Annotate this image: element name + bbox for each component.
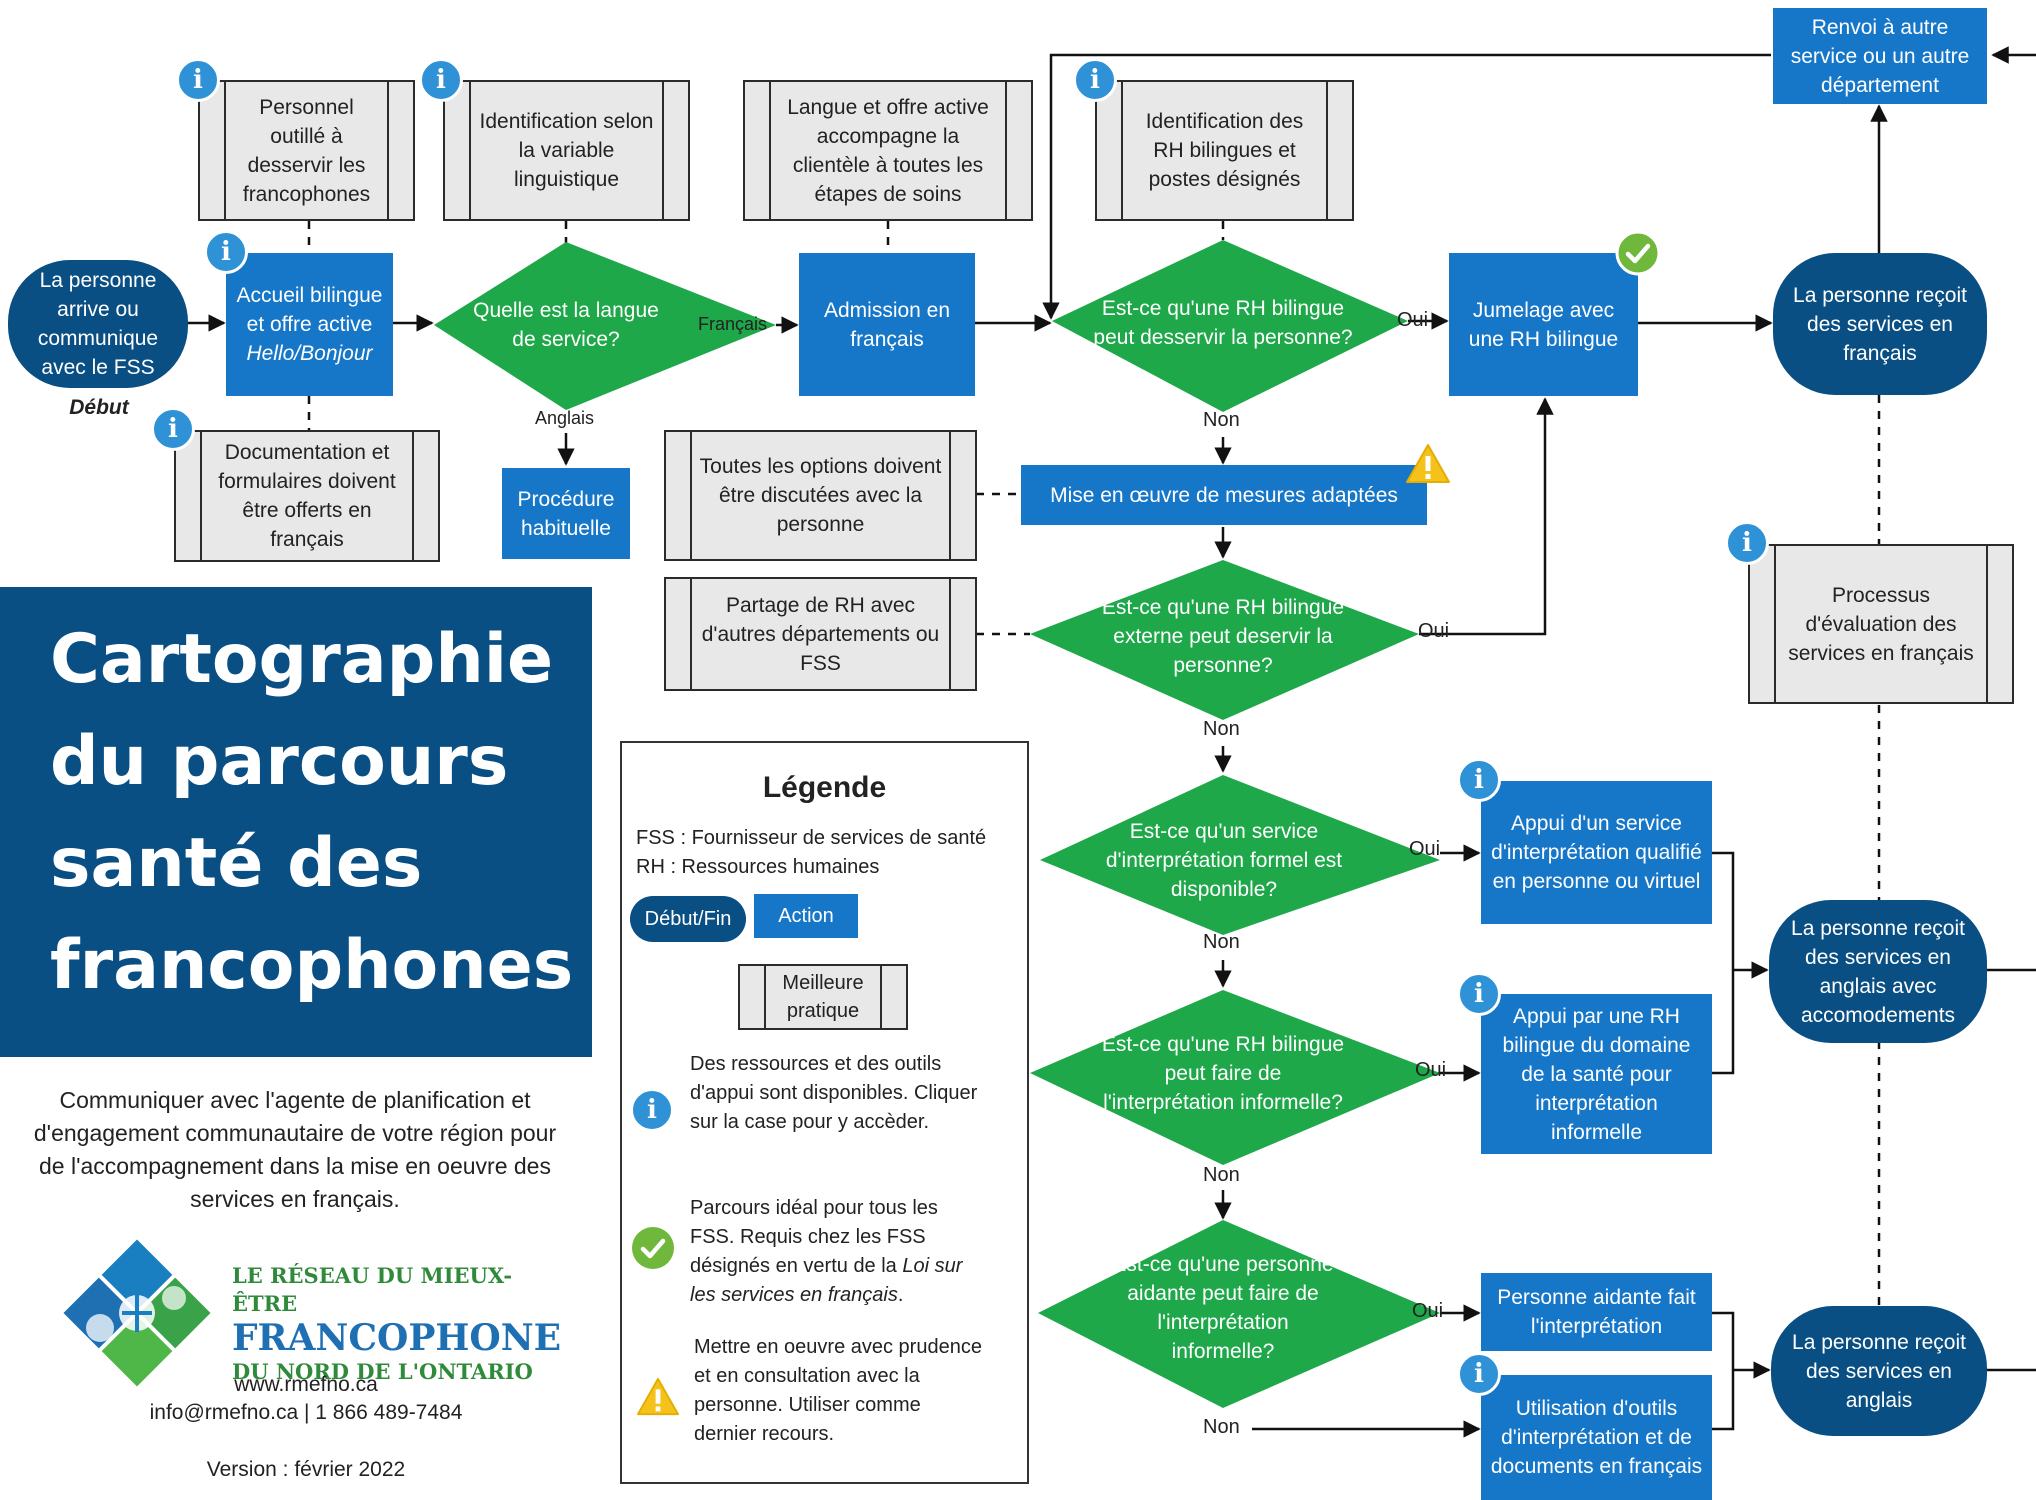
logo-line-3: DU NORD DE L'ONTARIO xyxy=(232,1359,533,1384)
terminal-recoit-anglais-accom[interactable]: La personne reçoit des services en angla… xyxy=(1769,900,1987,1043)
decision-rh-shape xyxy=(1052,240,1408,412)
title-panel: Cartographie du parcours santé des franc… xyxy=(0,587,592,1057)
legend-decision: Décision xyxy=(903,907,981,929)
legend-check-text: Parcours idéal pour tous les FSS. Requis… xyxy=(690,1197,963,1306)
decision-interp-shape xyxy=(1040,775,1440,935)
edge-label-non-rh: Non xyxy=(1203,409,1240,431)
edge-label-oui-rh: Oui xyxy=(1397,309,1429,331)
legend-action: Action xyxy=(754,894,858,938)
decision-aidante-shape xyxy=(1038,1220,1440,1408)
edge-renvoi-loop xyxy=(1042,53,1771,320)
decision-rh-bilingue[interactable]: Est-ce qu'une RH bilingue peut desservir… xyxy=(1093,297,1353,349)
legend-info-icon: i xyxy=(630,1088,674,1132)
info-icon[interactable]: i xyxy=(151,407,195,451)
legend-panel: Légende FSS : Fournisseur de services de… xyxy=(620,741,1029,1484)
action-aidante[interactable]: Personne aidante fait l'interprétation xyxy=(1481,1273,1712,1351)
decision-langue[interactable]: Quelle est la langue de service? xyxy=(473,299,659,351)
edge-label-non-externe: Non xyxy=(1203,718,1240,740)
action-procedure[interactable]: Procédure habituelle xyxy=(502,468,630,559)
page-title-line-4: francophones xyxy=(50,926,574,1005)
info-icon[interactable]: i xyxy=(1457,1352,1501,1396)
info-icon[interactable]: i xyxy=(1457,972,1501,1016)
legend-debut-fin: Début/Fin xyxy=(630,896,746,942)
legend-meilleure-pratique: Meilleure pratique xyxy=(738,964,908,1030)
info-icon[interactable]: i xyxy=(419,58,463,102)
action-admission[interactable]: Admission en français xyxy=(799,253,975,396)
practice-options[interactable]: Toutes les options doivent être discutée… xyxy=(664,430,977,561)
edge-externe-oui xyxy=(1419,397,1554,636)
edge-label-non-aidante: Non xyxy=(1203,1416,1240,1438)
action-jumelage[interactable]: Jumelage avec une RH bilingue xyxy=(1449,253,1638,396)
legend-warning-text: Mettre en oeuvre avec prudence et en con… xyxy=(694,1336,982,1445)
edge-label-non-informelle: Non xyxy=(1203,1164,1240,1186)
version-label: Version : février 2022 xyxy=(206,1458,406,1481)
action-outils[interactable]: Utilisation d'outils d'interprétation et… xyxy=(1481,1375,1712,1500)
info-icon[interactable]: i xyxy=(176,58,220,102)
check-icon xyxy=(1615,230,1661,276)
practice-identification-rh[interactable]: Identification des RH bilingues et poste… xyxy=(1095,80,1354,221)
practice-langue-offre[interactable]: Langue et offre active accompagne la cli… xyxy=(743,80,1033,221)
practice-documentation[interactable]: Documentation et formulaires doivent êtr… xyxy=(174,430,440,562)
legend-warning-icon xyxy=(637,1377,679,1416)
page-title-line-3: santé des xyxy=(50,824,423,903)
decision-informelle[interactable]: Est-ce qu'une RH bilingue peut faire de … xyxy=(1101,1032,1345,1114)
logo-line-2: FRANCOPHONE xyxy=(232,1317,562,1359)
contact-note: Communiquer avec l'agente de planificati… xyxy=(33,1087,557,1212)
action-renvoi[interactable]: Renvoi à autre service ou un autre dépar… xyxy=(1773,8,1987,104)
decision-externe-shape xyxy=(1030,560,1419,720)
practice-evaluation[interactable]: Processus d'évaluation des services en f… xyxy=(1748,544,2014,704)
edge-label-oui-interp: Oui xyxy=(1409,838,1441,860)
practice-partage[interactable]: Partage de RH avec d'autres départements… xyxy=(664,577,977,691)
contact-info[interactable]: info@rmefno.ca | 1 866 489-7484 xyxy=(149,1401,463,1424)
terminal-start[interactable]: La personne arrive ou communique avec le… xyxy=(8,260,188,388)
edge-label-francais: Français xyxy=(698,314,768,334)
legend-check-icon xyxy=(632,1227,674,1269)
terminal-recoit-francais[interactable]: La personne reçoit des services en franç… xyxy=(1773,253,1987,395)
edge-label-non-interp: Non xyxy=(1203,931,1240,953)
info-icon[interactable]: i xyxy=(1073,58,1117,102)
edge-label-anglais: Anglais xyxy=(535,408,595,428)
edge-merge-accom xyxy=(1712,851,1735,1075)
website-link[interactable]: www.rmefno.ca xyxy=(234,1373,378,1396)
action-appui-service[interactable]: Appui d'un service d'interprétation qual… xyxy=(1481,781,1712,924)
action-mesures[interactable]: Mise en œuvre de mesures adaptées xyxy=(1021,465,1427,525)
practice-identification[interactable]: Identification selon la variable linguis… xyxy=(443,80,690,221)
info-icon[interactable]: i xyxy=(1725,521,1769,565)
legend-info-text: Des ressources et des outils d'appui son… xyxy=(690,1053,978,1133)
logo-line-1: LE RÉSEAU DU MIEUX-ÊTRE xyxy=(232,1263,513,1316)
rmefno-logo-emblem[interactable] xyxy=(52,1232,222,1394)
info-icon[interactable]: i xyxy=(1457,758,1501,802)
info-icon[interactable]: i xyxy=(204,230,248,274)
page-title-line-2: du parcours xyxy=(50,722,509,801)
decision-langue-shape xyxy=(434,242,776,410)
terminal-recoit-anglais[interactable]: La personne reçoit des services en angla… xyxy=(1771,1306,1987,1436)
decision-interpretation[interactable]: Est-ce qu'un service d'interprétation fo… xyxy=(1105,819,1343,901)
edge-label-oui-aidante: Oui xyxy=(1412,1300,1444,1322)
action-accueil[interactable]: Accueil bilingue et offre active Hello/B… xyxy=(226,253,393,396)
legend-title: Légende xyxy=(762,771,887,804)
edge-label-oui-externe: Oui xyxy=(1418,620,1450,642)
decision-rh-externe[interactable]: Est-ce qu'une RH bilingue externe peut d… xyxy=(1101,595,1345,677)
edge-label-oui-informelle: Oui xyxy=(1415,1059,1447,1081)
logo-text[interactable]: LE RÉSEAU DU MIEUX-ÊTRE FRANCOPHONE DU N… xyxy=(232,1262,562,1386)
legend-rh: RH : Ressources humaines xyxy=(636,856,880,878)
page-title-line-1: Cartographie xyxy=(50,620,554,699)
decision-aidante[interactable]: Est-ce qu'une personne aidante peut fair… xyxy=(1112,1253,1334,1363)
action-appui-rh[interactable]: Appui par une RH bilingue du domaine de … xyxy=(1481,994,1712,1154)
decision-informelle-shape xyxy=(1030,990,1440,1165)
legend-fss: FSS : Fournisseur de services de santé xyxy=(636,827,987,849)
warning-icon xyxy=(1406,444,1450,483)
practice-personnel[interactable]: Personnel outillé à desservir les franco… xyxy=(198,80,415,221)
start-label: Début xyxy=(69,396,129,419)
